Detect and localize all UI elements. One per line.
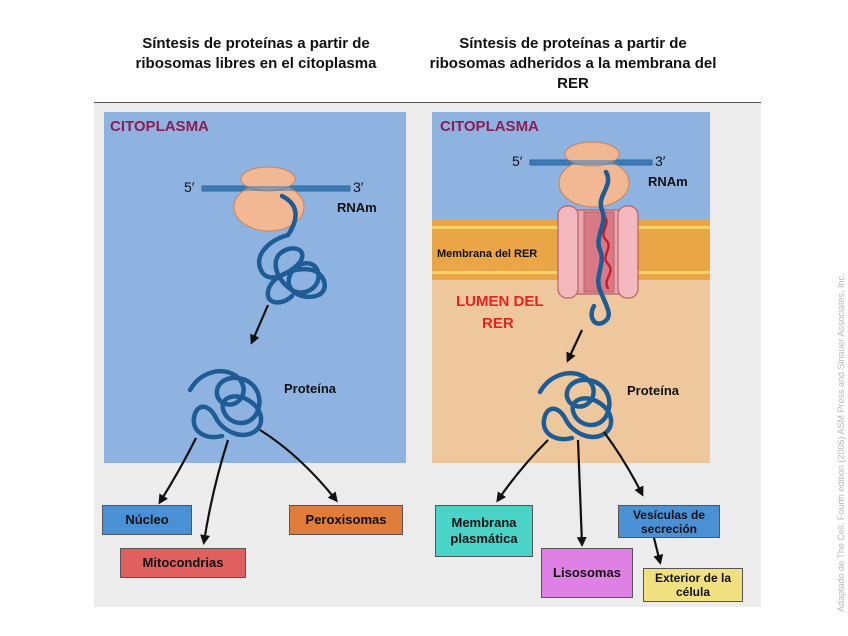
left-cytoplasm-panel bbox=[104, 112, 406, 463]
membrana-plasmatica-box: Membrana plasmática bbox=[435, 505, 533, 557]
right-cytoplasm-label: CITOPLASMA bbox=[440, 118, 539, 135]
left-ribosome bbox=[202, 166, 350, 232]
divider-line bbox=[94, 102, 761, 103]
credit-note: Adaptado de The Cell, Fourth edition (20… bbox=[836, 273, 846, 612]
membrane-label: Membrana del RER bbox=[437, 248, 537, 260]
lumen-label-line2: RER bbox=[482, 315, 514, 332]
right-ribosome bbox=[530, 141, 652, 208]
nucleo-box: Núcleo bbox=[102, 505, 192, 535]
title-left: Síntesis de proteínas a partir de riboso… bbox=[135, 35, 377, 72]
left-mrna-label: RNAm bbox=[337, 200, 377, 215]
right-arrow-fold bbox=[566, 329, 583, 363]
arrow-to-mitocondrias bbox=[200, 439, 230, 545]
arrow-to-membrana bbox=[496, 439, 549, 503]
right-nascent-chain bbox=[589, 169, 611, 326]
lumen-label-line1: LUMEN DEL bbox=[456, 293, 544, 310]
exterior-box: Exterior de la célula bbox=[643, 568, 743, 602]
left-three-prime: 3′ bbox=[353, 179, 364, 195]
lisosomas-box: Lisosomas bbox=[541, 548, 633, 598]
right-five-prime: 5′ bbox=[512, 153, 523, 169]
mitocondrias-box: Mitocondrias bbox=[120, 548, 246, 578]
arrow-to-exterior bbox=[652, 537, 664, 565]
left-folding-protein bbox=[257, 232, 327, 305]
right-three-prime: 3′ bbox=[655, 153, 666, 169]
left-five-prime: 5′ bbox=[184, 179, 195, 195]
right-protein-label: Proteína bbox=[627, 383, 680, 398]
left-arrow-fold bbox=[250, 304, 270, 345]
left-cytoplasm-label: CITOPLASMA bbox=[110, 118, 209, 135]
arrow-to-nucleo bbox=[158, 437, 197, 505]
arrow-to-vesiculas bbox=[603, 431, 644, 497]
vesiculas-box: Vesículas de secreción bbox=[618, 505, 720, 538]
right-protein bbox=[537, 371, 614, 442]
left-protein bbox=[187, 369, 264, 440]
arrow-to-lisosomas bbox=[576, 439, 587, 547]
peroxisomas-box: Peroxisomas bbox=[289, 505, 403, 535]
left-protein-label: Proteína bbox=[284, 381, 337, 396]
right-mrna-label: RNAm bbox=[648, 174, 688, 189]
title-right: Síntesis de proteínas a partir de riboso… bbox=[429, 35, 717, 92]
arrow-to-peroxisomas bbox=[259, 429, 338, 503]
left-nascent-chain bbox=[279, 193, 298, 238]
